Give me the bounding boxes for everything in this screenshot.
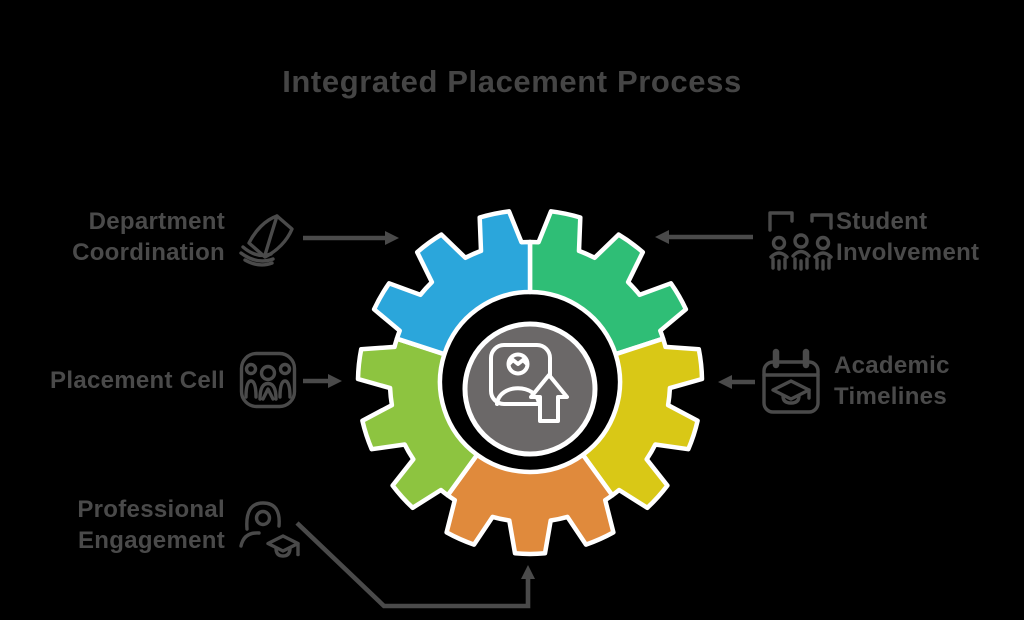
label-student-involvement: Student Involvement <box>836 206 979 268</box>
label-line: Involvement <box>836 239 980 266</box>
label-line: Department <box>88 208 225 235</box>
people-badge-icon <box>239 351 297 409</box>
label-placement-cell: Placement Cell <box>0 365 225 396</box>
page-title: Integrated Placement Process <box>282 64 742 99</box>
label-line: Coordination <box>72 239 225 266</box>
label-line: Timelines <box>834 383 947 410</box>
arrow-department-coordination <box>303 231 399 245</box>
gear-hub <box>462 321 598 457</box>
gear-segment-left <box>355 336 480 511</box>
gear-segment-right <box>580 336 705 511</box>
label-line: Professional <box>77 496 225 523</box>
label-line: Student <box>836 208 928 235</box>
label-department-coordination: Department Coordination <box>0 206 225 268</box>
candidate-upload-icon <box>489 343 569 423</box>
team-meeting-icon <box>768 211 833 271</box>
arrow-academic-timelines <box>718 375 755 389</box>
connectors <box>295 230 755 609</box>
arrow-placement-cell <box>303 374 342 388</box>
label-professional-engagement: Professional Engagement <box>0 494 225 556</box>
calendar-graduation-icon <box>762 348 820 414</box>
arrow-professional-engagement <box>295 521 535 609</box>
gear-segment-bottom <box>444 452 616 557</box>
label-line: Engagement <box>77 527 225 554</box>
papers-fan-icon <box>239 214 294 267</box>
label-academic-timelines: Academic Timelines <box>834 350 950 412</box>
gear-segment-top-left <box>371 209 533 357</box>
label-line: Placement Cell <box>50 367 225 394</box>
gear-segment-top-right <box>527 209 689 357</box>
process-gear <box>355 209 705 557</box>
graduate-person-icon <box>239 501 300 558</box>
arrow-student-involvement <box>655 230 753 244</box>
label-line: Academic <box>834 352 950 379</box>
